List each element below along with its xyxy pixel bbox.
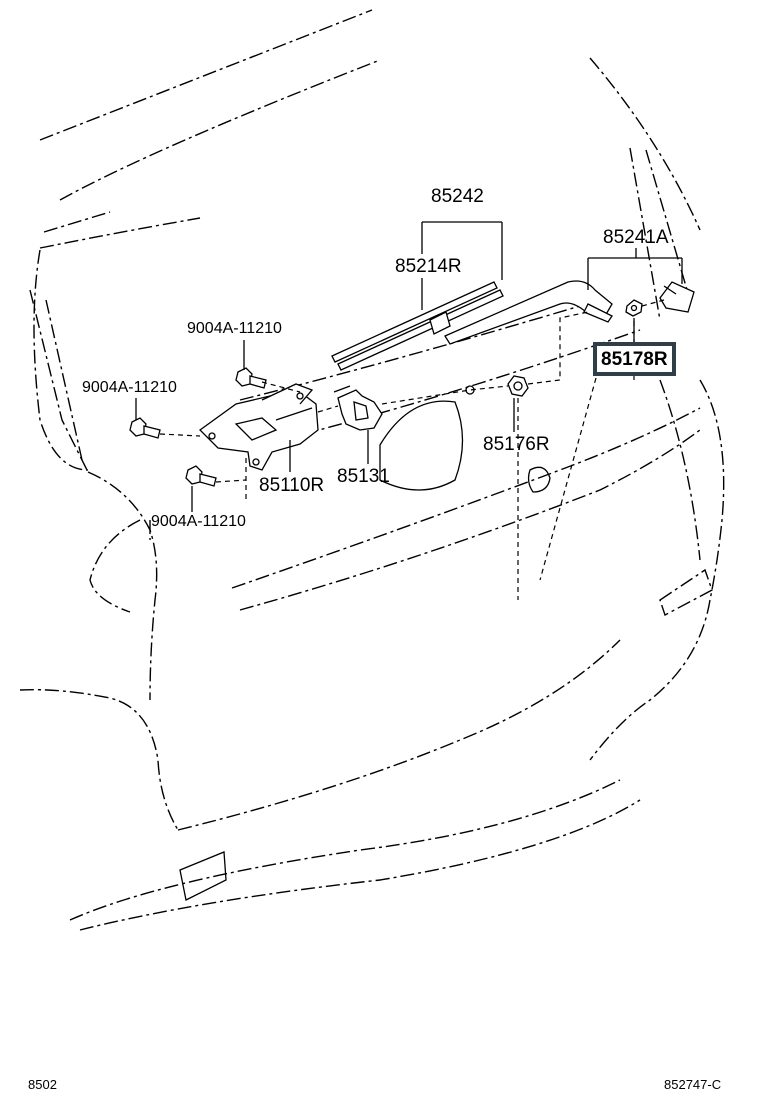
door-right-vertical [659, 379, 701, 561]
right-body-edge [699, 379, 725, 601]
garnish-lower [239, 429, 701, 611]
arm-cap [659, 281, 695, 313]
bumper-lower [79, 799, 641, 931]
wiper-arm [444, 280, 613, 345]
nut-85178R [625, 299, 643, 317]
label-85241A[interactable]: 85241A [603, 227, 669, 248]
label-bolt-left[interactable]: 9004A-11210 [82, 379, 177, 396]
roof-line-lower [59, 59, 381, 201]
right-glass-edge [589, 57, 701, 231]
bolt-bottom [185, 465, 217, 487]
right-pillar-inner [645, 149, 691, 301]
leader-lines [135, 221, 683, 512]
fuel-reflector [179, 851, 227, 901]
garnish-upper [231, 407, 701, 589]
left-lower-body [19, 688, 179, 831]
label-bolt-top[interactable]: 9004A-11210 [187, 320, 282, 337]
wiper-motor-85110R [199, 383, 319, 471]
right-pillar [629, 147, 661, 321]
wiper-blade [331, 281, 504, 371]
label-85242[interactable]: 85242 [431, 186, 484, 207]
left-body-curve [87, 471, 158, 701]
backdoor-left-edge [33, 249, 89, 471]
quarter-pillar [29, 289, 89, 473]
label-85214R[interactable]: 85214R [395, 256, 462, 277]
body-solid-details [179, 385, 551, 901]
assembly-lines [159, 299, 665, 600]
vehicle-body-outline [19, 9, 725, 931]
pillar-inner [45, 299, 83, 461]
bolt-left [129, 417, 161, 439]
tail-lamp-left [89, 519, 141, 613]
label-85176R[interactable]: 85176R [483, 434, 550, 455]
handle-recess [527, 466, 551, 493]
roof-line-upper [39, 9, 373, 141]
leader-85241A [587, 248, 683, 290]
label-85131[interactable]: 85131 [337, 466, 390, 487]
door-glass-lower [239, 299, 601, 401]
license-recess [379, 400, 464, 491]
lower-body-line [177, 639, 621, 831]
right-lamp [659, 568, 713, 617]
figure-group-code: 8502 [28, 1077, 57, 1092]
leader-85242 [421, 221, 503, 280]
label-85110R[interactable]: 85110R [259, 475, 325, 496]
backdoor-top-edge [39, 217, 201, 249]
label-bolt-bottom[interactable]: 9004A-11210 [151, 513, 246, 530]
bumper-upper [69, 779, 621, 921]
illustration-code: 852747-C [664, 1077, 722, 1092]
grommet-85176R [507, 375, 529, 397]
right-lower-edge [589, 599, 711, 761]
door-glass-lower-2 [279, 329, 641, 441]
roof-line-mid [43, 211, 111, 233]
label-85178R-highlighted[interactable]: 85178R [593, 342, 676, 376]
pivot-bracket-85131 [333, 385, 383, 431]
bolt-top [235, 367, 267, 389]
